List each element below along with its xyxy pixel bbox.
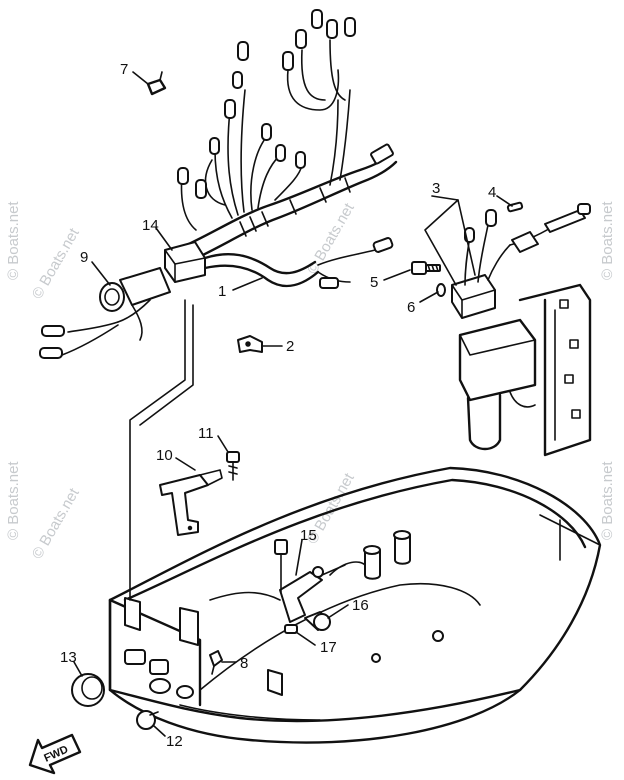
callout-14: 14 [142, 217, 159, 234]
watermark: © Boats.net [29, 485, 83, 562]
callouts: 1 2 3 4 5 6 7 8 9 10 11 12 13 14 15 16 1… [60, 61, 496, 750]
callout-11: 11 [198, 425, 214, 442]
part-13-grommet [71, 673, 105, 707]
callout-4: 4 [488, 184, 496, 201]
callout-8: 8 [240, 655, 248, 672]
part-9-plug [39, 267, 171, 359]
watermark: © Boats.net [304, 200, 358, 277]
part-11-screw [226, 451, 240, 481]
part-15-switch-bracket [274, 539, 346, 623]
callout-16: 16 [352, 597, 369, 614]
callout-3: 3 [432, 180, 440, 197]
part-8-clip [209, 650, 223, 675]
part-10-bracket [159, 469, 223, 536]
leader-lines [73, 71, 513, 737]
callout-2: 2 [286, 338, 294, 355]
watermark: © Boats.net [599, 461, 616, 540]
callout-17: 17 [320, 639, 337, 656]
part-3-switch-assembly [424, 195, 592, 457]
callout-5: 5 [370, 274, 378, 291]
part-17-screw [284, 624, 298, 634]
part-5-bolt [411, 261, 441, 275]
part-7-clip [146, 71, 167, 96]
watermark: © Boats.net [5, 461, 22, 540]
part-1-wire-harness [129, 9, 398, 601]
watermark: © Boats.net [29, 225, 83, 302]
callout-10: 10 [156, 447, 173, 464]
watermark: © Boats.net [599, 201, 616, 280]
callout-15: 15 [300, 527, 317, 544]
callout-13: 13 [60, 649, 77, 666]
callout-1: 1 [218, 283, 226, 300]
part-2-clamp [237, 335, 263, 353]
part-14-junction-block [164, 241, 206, 283]
callout-9: 9 [80, 249, 88, 266]
watermark: © Boats.net [5, 201, 22, 280]
callout-6: 6 [407, 299, 415, 316]
watermarks: © Boats.net © Boats.net © Boats.net © Bo… [5, 200, 616, 562]
fwd-arrow: FWD [28, 733, 82, 775]
cowling-bosses [124, 530, 444, 696]
callout-12: 12 [166, 733, 183, 750]
part-16-neutral-switch [304, 611, 331, 631]
part-12-plug [136, 710, 159, 730]
callout-7: 7 [120, 61, 128, 78]
part-6-washer [436, 283, 446, 297]
